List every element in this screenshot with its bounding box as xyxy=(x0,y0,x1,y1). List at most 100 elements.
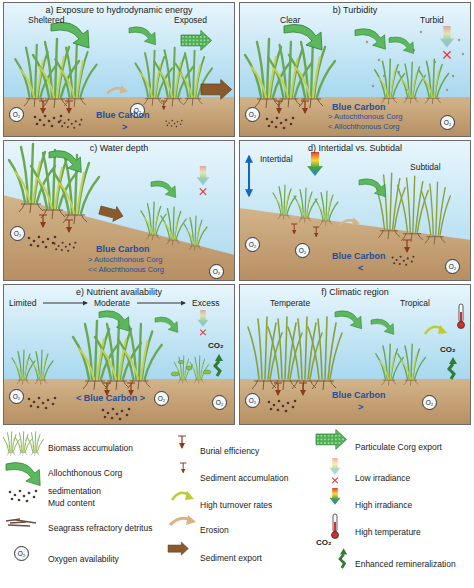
art-use xyxy=(440,26,454,58)
panel-label: < Allochthonous Corg xyxy=(328,123,400,132)
legend-entry: Enhanced remineralization xyxy=(355,553,469,571)
art-use xyxy=(289,39,335,108)
legend-text: High irradiance xyxy=(355,500,412,510)
art-rect xyxy=(239,97,471,137)
legend-entry: High irradiance xyxy=(355,494,469,512)
panel-label: CO₂ xyxy=(440,345,456,354)
art-use xyxy=(215,354,223,376)
art-use xyxy=(248,317,282,390)
legend-text: Seagrass refractory detritus xyxy=(48,523,152,533)
art-use xyxy=(313,227,319,237)
art-circle xyxy=(420,31,422,33)
panel-label: Temperate xyxy=(270,299,310,309)
panel-label: Blue Carbon xyxy=(96,244,150,254)
legend-entry: Low irradiance xyxy=(355,467,469,485)
art-use xyxy=(165,120,182,128)
art-use xyxy=(178,436,186,448)
legend-entry: Oxygen availability xyxy=(48,548,170,566)
art-use xyxy=(6,519,36,526)
art-use xyxy=(294,188,317,223)
art-use xyxy=(129,27,156,45)
legend-text: Burial efficiency xyxy=(200,446,259,456)
legend-text: High temperature xyxy=(355,527,421,537)
oxygen-symbol: O₂ xyxy=(295,243,310,258)
panel-label: Excess xyxy=(192,299,219,309)
panel-label: > xyxy=(122,122,127,132)
art-use xyxy=(375,173,406,239)
art-use xyxy=(329,458,340,483)
art-rect xyxy=(3,97,235,137)
legend-text: Allochthonous Corg sedimentation xyxy=(48,468,122,496)
panel: e) Nutrient availabilityLimitedModerateE… xyxy=(3,284,235,425)
panel: d) Intertidal vs. SubtidalIntertidalSubt… xyxy=(239,140,471,281)
legend-entry: Biomass accumulation xyxy=(48,437,170,455)
panel-label: CO₂ xyxy=(208,341,224,350)
art-rect xyxy=(3,2,235,97)
art-use xyxy=(392,256,415,266)
art-use xyxy=(375,59,405,104)
art-use xyxy=(151,181,176,198)
art-use xyxy=(65,101,73,113)
oxygen-symbol: O₂ xyxy=(422,395,437,410)
art-use xyxy=(161,207,186,245)
art-use xyxy=(421,182,450,244)
art-use xyxy=(329,488,340,505)
art-use xyxy=(398,344,426,385)
art-use xyxy=(190,356,208,384)
art-use xyxy=(180,463,186,473)
art-use xyxy=(273,185,296,220)
legend-entry: Seagrass refractory detritus xyxy=(48,517,170,535)
legend-entry: Burial efficiency xyxy=(200,440,312,458)
art-use xyxy=(359,179,386,197)
panel-title: b) Turbidity xyxy=(240,5,470,15)
legend-icons xyxy=(3,430,347,569)
art-use xyxy=(65,220,73,232)
art-use xyxy=(425,325,447,334)
art-use xyxy=(6,463,40,486)
art-use xyxy=(161,101,167,109)
art-use xyxy=(301,101,309,113)
oxygen-symbol: O₂ xyxy=(209,264,224,279)
art-use xyxy=(197,310,208,335)
art-circle xyxy=(446,89,448,91)
legend-entry: High temperature xyxy=(355,521,469,539)
art-use xyxy=(340,548,347,568)
art-circle xyxy=(462,53,464,55)
legend-text: Oxygen availability xyxy=(48,554,119,564)
oxygen-symbol: O₂ xyxy=(245,237,260,252)
art-use xyxy=(398,176,429,242)
art-use xyxy=(376,344,404,385)
panel-title: f) Climatic region xyxy=(240,287,470,297)
art-use xyxy=(299,383,307,395)
legend-text: Mud content xyxy=(48,498,95,508)
art-circle xyxy=(458,39,460,41)
art-use xyxy=(201,80,232,100)
legend-text: Sediment export xyxy=(200,553,262,563)
art-use xyxy=(308,317,342,390)
art-circle xyxy=(366,41,368,43)
art-use xyxy=(274,383,282,395)
art-use xyxy=(371,319,394,334)
art-use xyxy=(339,218,360,226)
legend-text: Low irradiance xyxy=(355,473,410,483)
oxygen-symbol: O₂ xyxy=(445,259,460,274)
art-use xyxy=(449,357,457,379)
oxygen-symbol: O₂ xyxy=(245,107,260,122)
legend-entry: Sediment export xyxy=(200,547,312,565)
panel-label: > Autochthonous Corg xyxy=(88,256,162,265)
panel: c) Water depthO₂O₂Blue Carbon> Autochtho… xyxy=(3,140,235,281)
art-use xyxy=(107,86,128,94)
art-use xyxy=(12,350,35,385)
panel-label: Blue Carbon xyxy=(96,110,150,120)
art-use xyxy=(51,22,89,48)
panel-label: < xyxy=(358,263,363,273)
art-use xyxy=(403,240,411,252)
panel-title: e) Nutrient availability xyxy=(4,287,234,297)
art-use xyxy=(266,117,295,130)
art-use xyxy=(181,31,212,51)
art-use xyxy=(155,317,178,332)
legend-text: Particulate Corg export xyxy=(355,442,442,452)
art-ellipse xyxy=(203,370,211,374)
legend-text: Erosion xyxy=(200,525,229,535)
